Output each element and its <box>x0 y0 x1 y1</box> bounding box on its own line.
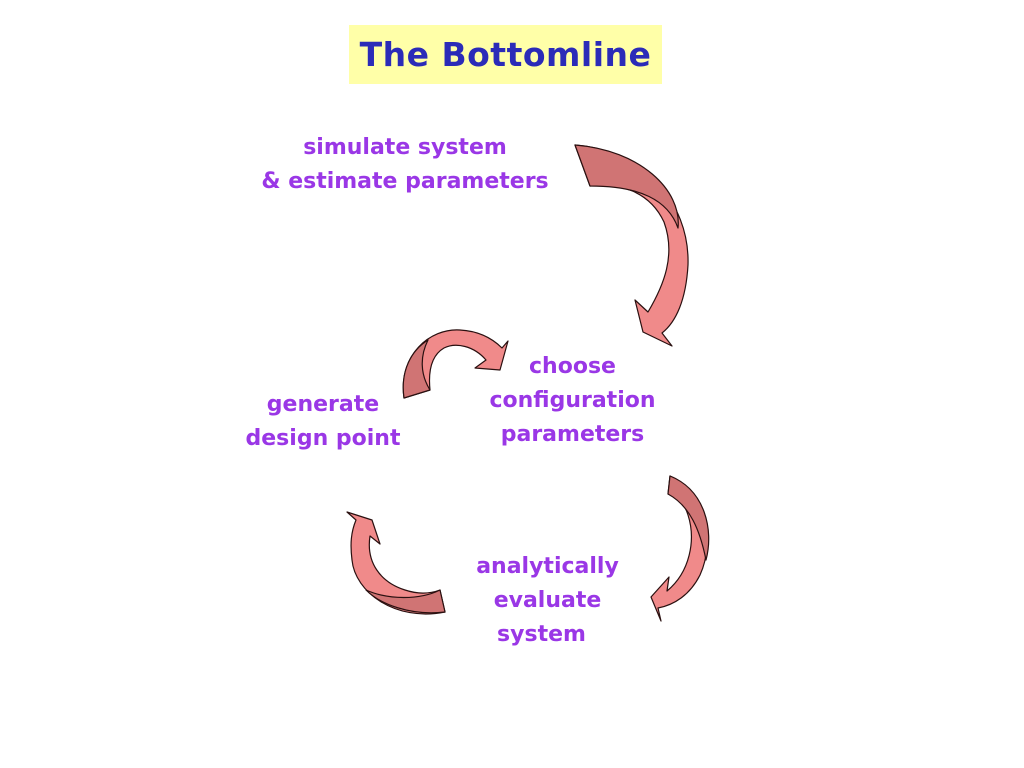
arrow-analyze-to-generate <box>346 511 446 615</box>
step-analyze-line-3: system <box>497 622 586 647</box>
step-choose-configuration: choose configuration parameters <box>470 350 675 452</box>
step-simulate-line-1: simulate system <box>303 135 507 160</box>
step-simulate-system: simulate system & estimate parameters <box>235 131 575 199</box>
step-analytically-evaluate: analytically evaluate system <box>460 550 635 652</box>
step-analyze-line-1: analytically <box>476 554 619 579</box>
step-analyze-line-2: evaluate <box>493 588 602 613</box>
step-choose-line-1: choose <box>529 354 616 379</box>
step-choose-line-3: parameters <box>500 422 645 447</box>
title-box: The Bottomline <box>349 25 662 84</box>
step-generate-line-1: generate <box>266 392 380 417</box>
arrow-simulate-to-choose <box>574 144 689 347</box>
step-choose-line-2: configuration <box>489 388 656 413</box>
step-generate-line-2: design point <box>245 426 401 451</box>
step-simulate-line-2: & estimate parameters <box>261 169 549 194</box>
slide-title: The Bottomline <box>359 35 652 74</box>
arrow-choose-to-analyze <box>650 475 710 622</box>
step-generate-design-point: generate design point <box>228 388 418 456</box>
